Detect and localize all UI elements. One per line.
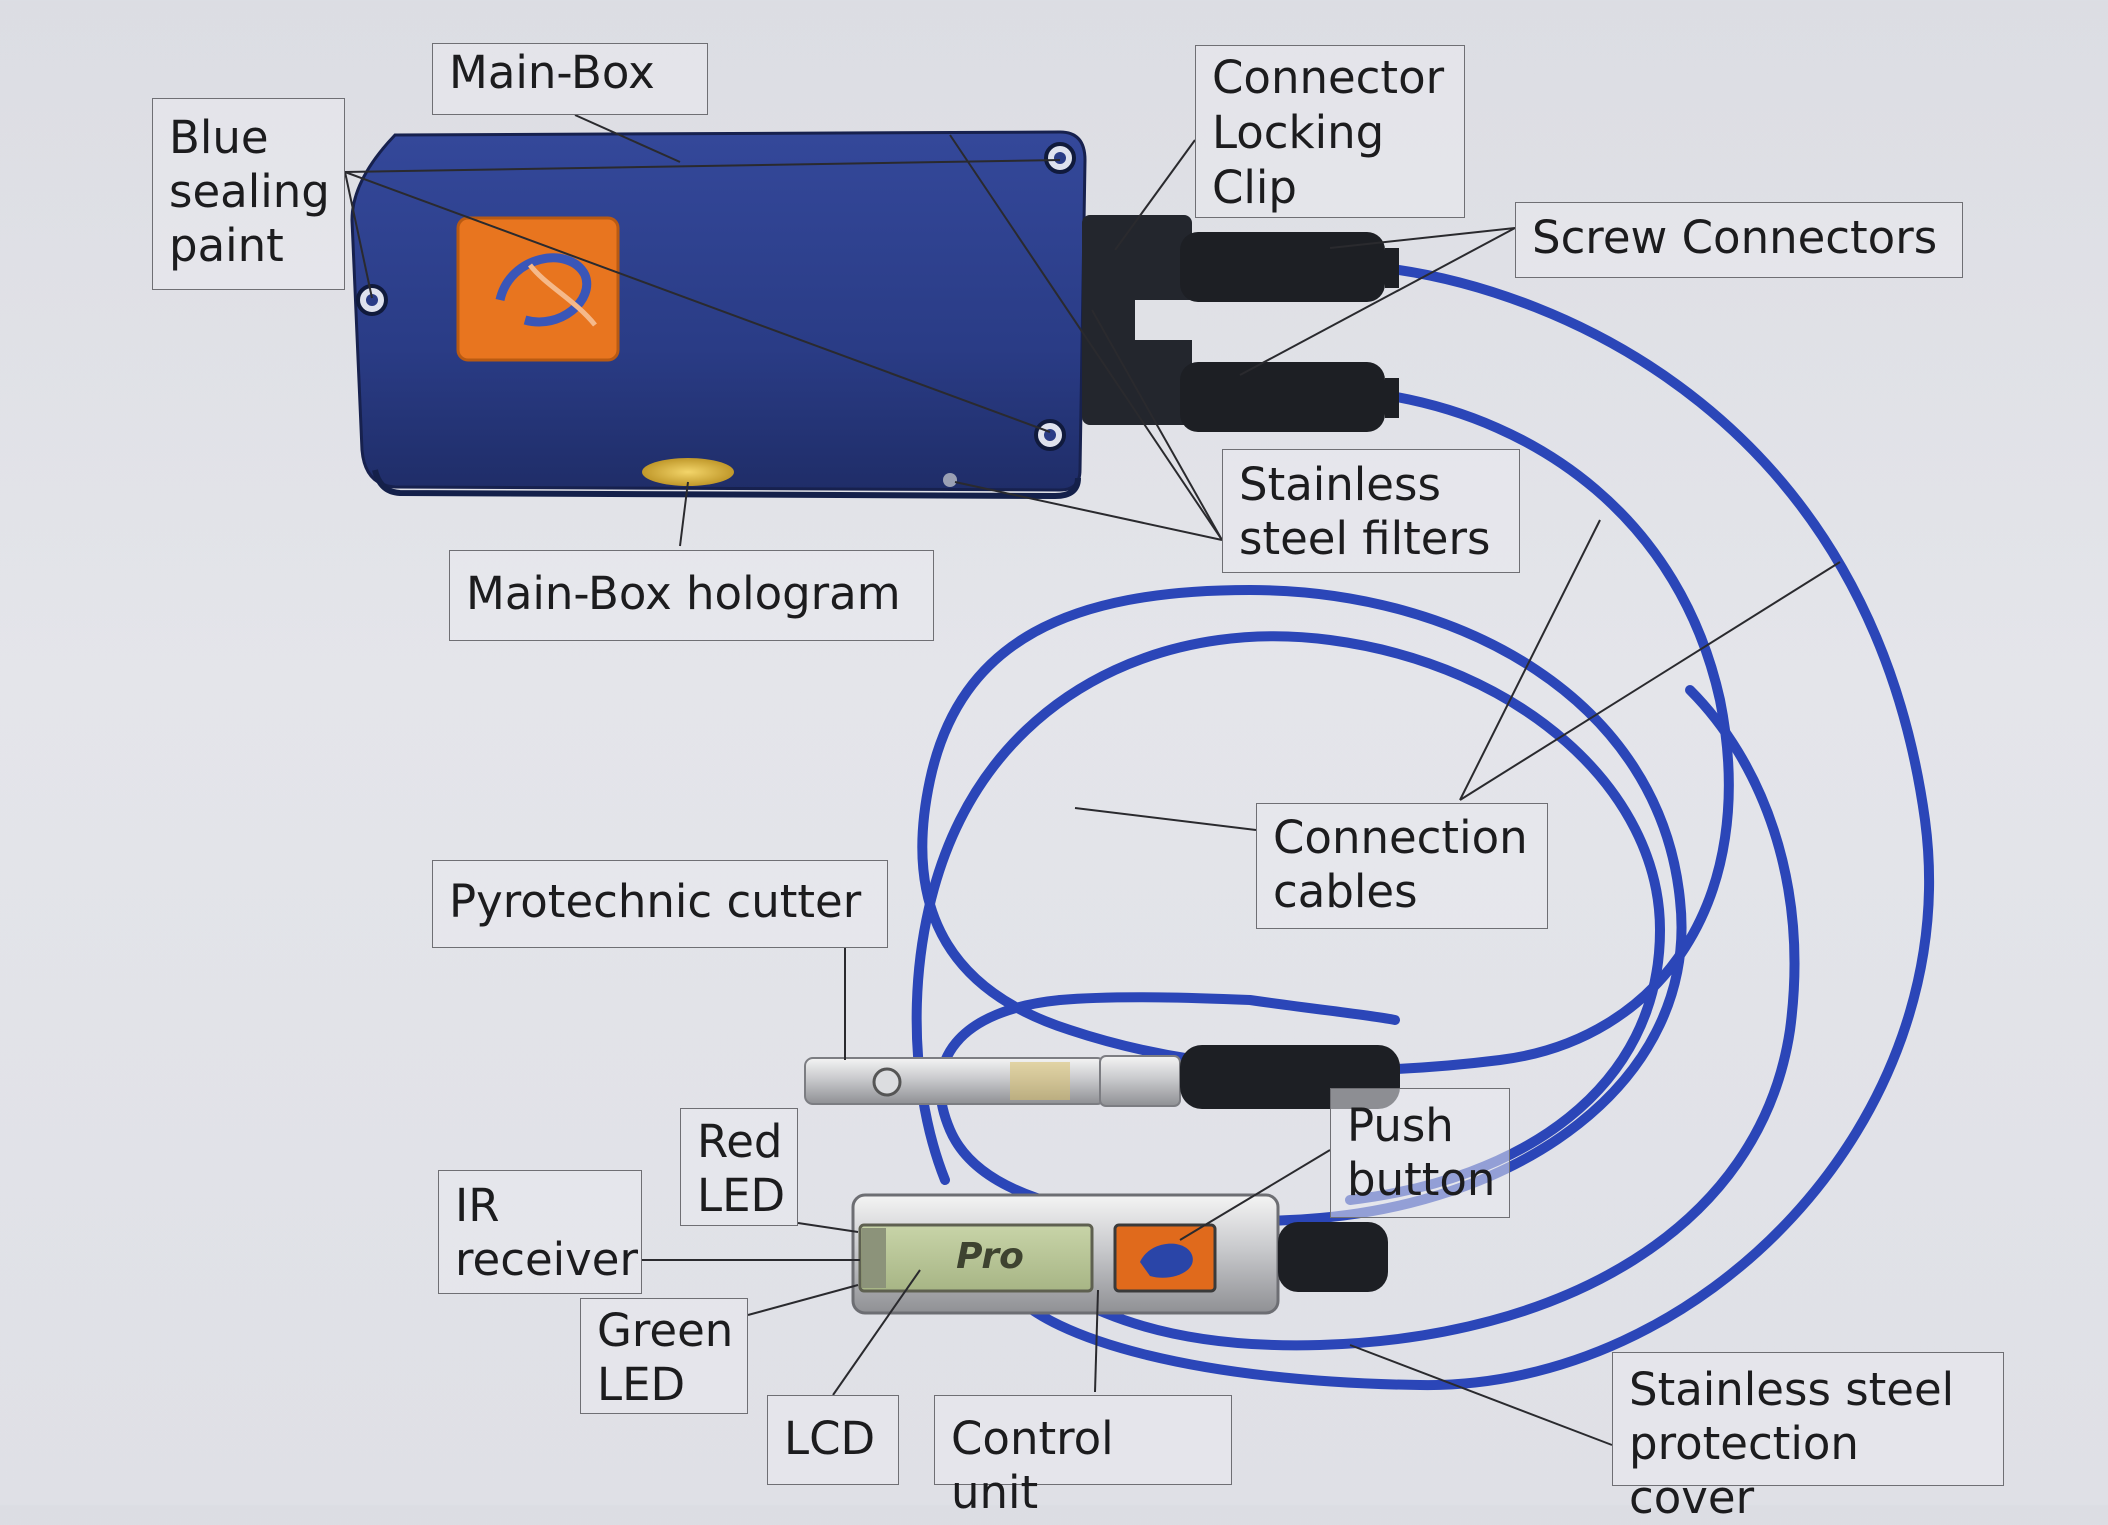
push-button: [1113, 1223, 1217, 1293]
label-green-led: Green LED: [580, 1298, 748, 1414]
stainless-steel-filter: [943, 473, 957, 487]
pyrotechnic-cutter: [804, 1045, 1400, 1109]
control-unit: Pro: [851, 1193, 1388, 1315]
main-box: [350, 130, 1087, 500]
label-lcd: LCD: [767, 1395, 899, 1485]
label-connection-cables: Connection cables: [1256, 803, 1548, 929]
leader-lines: [344, 114, 1841, 1446]
label-control-unit: Control unit: [934, 1395, 1232, 1519]
main-box-hologram-sticker: [642, 458, 734, 486]
lcd-text: Pro: [956, 1236, 1024, 1277]
screw-connectors: [1180, 232, 1399, 432]
label-stainless-steel-protection-cover: Stainless steel protection cover: [1612, 1352, 2004, 1524]
label-main-box: Main-Box: [432, 43, 708, 115]
blue-sealing-paint-screws: [356, 142, 1076, 451]
logo-sticker: [456, 216, 620, 362]
label-screw-connectors: Screw Connectors: [1515, 202, 1963, 278]
label-push-button: Push button: [1330, 1088, 1510, 1218]
label-red-led: Red LED: [680, 1108, 798, 1226]
label-connector-locking-clip: Connector Locking Clip: [1195, 45, 1465, 218]
label-ir-receiver: IR receiver: [438, 1170, 642, 1294]
label-main-box-hologram: Main-Box hologram: [449, 550, 934, 641]
label-stainless-steel-filters: Stainless steel filters: [1222, 449, 1520, 573]
label-pyrotechnic-cutter: Pyrotechnic cutter: [432, 860, 888, 948]
label-blue-sealing-paint: Blue sealing paint: [152, 98, 345, 290]
